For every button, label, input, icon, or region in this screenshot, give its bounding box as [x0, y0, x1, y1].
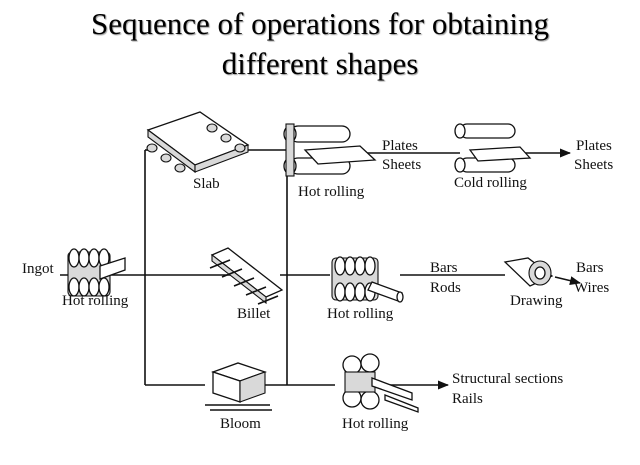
bloom-block-icon: [205, 362, 272, 411]
bloom-label: Bloom: [220, 416, 261, 432]
slab-label: Slab: [193, 176, 220, 192]
roller-conveyor-icon: [146, 111, 250, 174]
cold-rolling-mill-icon: [454, 123, 532, 173]
plate-rolling-mill-icon: [283, 123, 377, 177]
structural-sections-label: Structural sections: [452, 371, 563, 387]
hot-rolling-initial-label: Hot rolling: [62, 293, 129, 309]
title-line-2: different shapes: [221, 46, 419, 81]
sheets-mid-label: Sheets: [382, 157, 421, 173]
drawing-label: Drawing: [510, 293, 563, 309]
plates-mid-label: Plates: [382, 138, 418, 154]
wires-end-label: Wires: [574, 280, 609, 296]
rails-label: Rails: [452, 391, 483, 407]
grooved-roll-mill-icon: [331, 256, 404, 303]
ingot-label: Ingot: [22, 261, 54, 277]
hot-rolling-bloom-label: Hot rolling: [342, 416, 409, 432]
hot-rolling-slab-label: Hot rolling: [298, 184, 365, 200]
rolling-mill-icon: [67, 248, 126, 297]
roller-conveyor-icon: [209, 247, 284, 305]
billet-label: Billet: [237, 306, 271, 322]
bars-mid-label: Bars: [430, 260, 458, 276]
drawing-output-arrow: [554, 276, 582, 286]
hot-rolling-billet-label: Hot rolling: [327, 306, 394, 322]
section-rolling-mill-icon: [342, 353, 419, 413]
cold-rolling-label: Cold rolling: [454, 175, 527, 191]
title-line-1: Sequence of operations for obtaining: [91, 6, 549, 41]
rods-mid-label: Rods: [430, 280, 461, 296]
plates-end-label: Plates: [576, 138, 612, 154]
sheets-end-label: Sheets: [574, 157, 613, 173]
drawing-die-icon: [503, 257, 554, 287]
bars-end-label: Bars: [576, 260, 604, 276]
